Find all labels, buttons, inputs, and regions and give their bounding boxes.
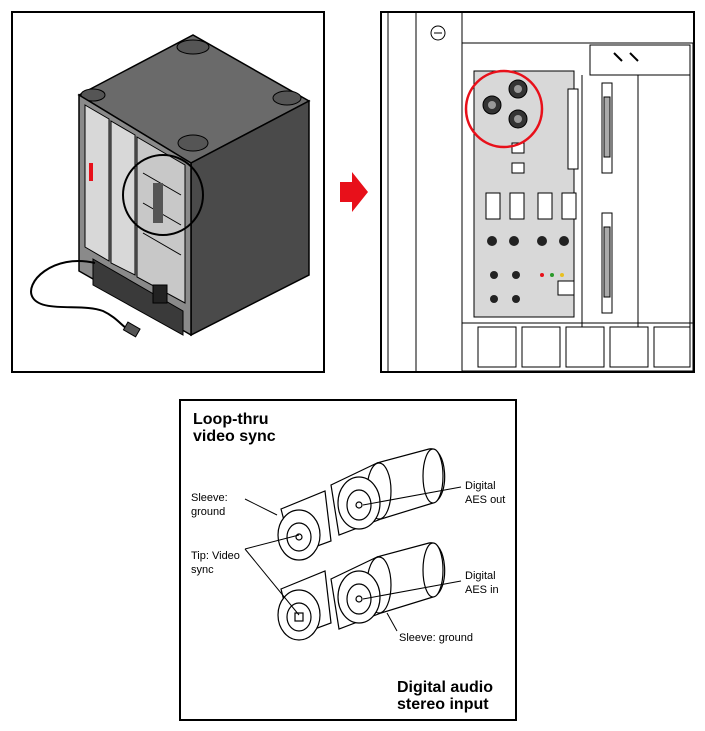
label-digital-aes-in: Digital AES in <box>465 570 499 596</box>
label-sleeve-ground-bottom: Sleeve: ground <box>399 632 473 644</box>
io-panel-illustration-panel <box>380 11 695 373</box>
label-tip-video-sync: Tip: Video sync <box>191 550 240 576</box>
chassis-illustration <box>30 34 311 338</box>
io-panel-illustration <box>387 13 693 371</box>
connector-drawing <box>244 448 462 641</box>
detail-circle <box>122 154 204 236</box>
right-arrow-icon <box>340 172 368 212</box>
connector-detail-panel: Loop-thru video sync Digital audio stere… <box>179 399 517 721</box>
chassis-illustration-panel <box>11 11 325 373</box>
highlight-circle <box>464 69 544 149</box>
title-loop-thru-video-sync: Loop-thru video sync <box>193 411 276 445</box>
label-digital-aes-out: Digital AES out <box>465 480 506 506</box>
power-cord <box>30 260 132 332</box>
title-digital-audio-stereo-input: Digital audio stereo input <box>397 679 493 713</box>
label-sleeve-ground: Sleeve: ground <box>191 492 228 518</box>
